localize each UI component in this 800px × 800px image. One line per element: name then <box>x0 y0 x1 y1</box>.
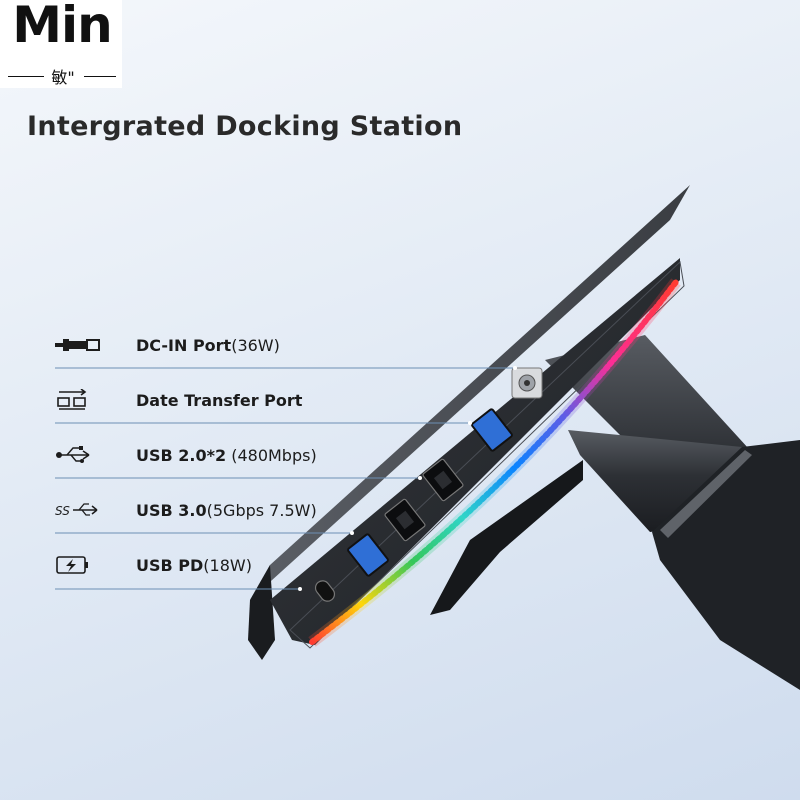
feature-name: USB 2.0*2 <box>136 446 227 465</box>
feature-name: USB 3.0 <box>136 501 207 520</box>
feature-usb-pd: USB PD(18W) <box>55 552 345 608</box>
usb3-port-left <box>347 533 389 577</box>
feature-label: Date Transfer Port <box>136 391 302 411</box>
feature-label: DC-IN Port(36W) <box>136 336 280 356</box>
feature-data-transfer: Date Transfer Port <box>55 387 345 443</box>
usb2-port-lower <box>384 498 426 542</box>
feature-spec: (480Mbps) <box>226 446 317 465</box>
usb-icon <box>55 442 101 468</box>
feature-spec: (36W) <box>231 336 280 355</box>
usb-ss-icon: SS <box>55 497 101 523</box>
page-title: Intergrated Docking Station <box>27 111 463 142</box>
svg-text:SS: SS <box>55 504 70 518</box>
data-transfer-icon <box>55 387 101 413</box>
feature-dc-in: DC-IN Port(36W) <box>55 332 345 388</box>
usb2-port-upper <box>422 458 464 502</box>
usb3-port-data <box>471 408 513 452</box>
feature-label: USB 2.0*2 (480Mbps) <box>136 446 317 466</box>
feature-label: USB 3.0(5Gbps 7.5W) <box>136 501 317 521</box>
shelf-top <box>250 185 690 600</box>
logo-rule-right <box>84 76 116 77</box>
usb-c-port <box>314 580 336 602</box>
leader-lines <box>55 367 515 590</box>
logo-subtext: 敏" <box>51 68 75 87</box>
monitor-arm <box>545 335 800 690</box>
feature-name: USB PD <box>136 556 204 575</box>
feature-label: USB PD(18W) <box>136 556 252 576</box>
feature-spec: (18W) <box>203 556 252 575</box>
leader-dots <box>298 366 517 591</box>
logo-rule-left <box>8 76 44 77</box>
dc-in-port <box>511 367 543 399</box>
feature-spec: (5Gbps 7.5W) <box>206 501 317 520</box>
battery-charging-icon <box>55 552 101 578</box>
feature-usb3: SS USB 3.0(5Gbps 7.5W) <box>55 497 345 553</box>
feature-name: Date Transfer Port <box>136 391 303 410</box>
feature-name: DC-IN Port <box>136 336 232 355</box>
feature-usb2: USB 2.0*2 (480Mbps) <box>55 442 345 498</box>
rear-bracket <box>430 460 583 615</box>
logo-text: Min <box>12 0 113 54</box>
brand-logo: Min 敏" <box>0 0 122 88</box>
dc-plug-icon <box>55 332 101 358</box>
